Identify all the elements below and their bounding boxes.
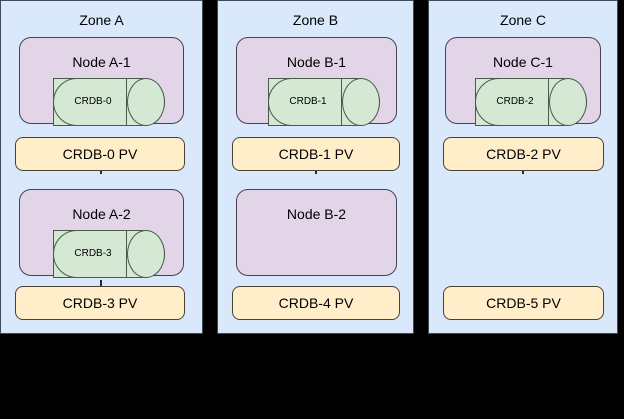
pv-crdb-5-label: CRDB-5 PV bbox=[486, 295, 561, 311]
zone-title-b: Zone B bbox=[292, 12, 339, 28]
pv-crdb-4-label: CRDB-4 PV bbox=[278, 295, 354, 311]
cylinder-cap bbox=[127, 78, 165, 126]
pv-crdb-0[interactable]: CRDB-0 PV bbox=[15, 137, 185, 171]
zone-panel-b[interactable]: Zone B Node B-1 CRDB-1 CRDB-1 PV Node B-… bbox=[217, 0, 414, 334]
pv-crdb-4[interactable]: CRDB-4 PV bbox=[232, 286, 400, 320]
zone-panel-a[interactable]: Zone A Node A-1 CRDB-0 CRDB-0 PV Node A-… bbox=[0, 0, 203, 334]
cylinder-cap bbox=[127, 230, 165, 278]
zone-panel-c[interactable]: Zone C Node C-1 CRDB-2 CRDB-2 PV CRDB-5 … bbox=[428, 0, 618, 334]
cylinder-body bbox=[53, 78, 127, 126]
node-b-1-label: Node B-1 bbox=[286, 54, 347, 70]
node-b-2-label: Node B-2 bbox=[286, 206, 347, 222]
node-a-2[interactable]: Node A-2 CRDB-3 bbox=[19, 189, 184, 278]
pv-crdb-2-label: CRDB-2 PV bbox=[486, 146, 561, 162]
database-crdb-1-label: CRDB-1 bbox=[289, 96, 327, 107]
pv-crdb-1[interactable]: CRDB-1 PV bbox=[232, 137, 400, 171]
cylinder-body bbox=[53, 230, 127, 278]
database-crdb-2-label: CRDB-2 bbox=[496, 96, 534, 107]
zone-title-c: Zone C bbox=[500, 12, 546, 28]
node-a-1-label: Node A-1 bbox=[72, 54, 131, 70]
node-b-1[interactable]: Node B-1 CRDB-1 bbox=[236, 37, 397, 126]
node-a-2-label: Node A-2 bbox=[72, 206, 131, 222]
pv-crdb-1-label: CRDB-1 PV bbox=[278, 146, 354, 162]
node-a-1[interactable]: Node A-1 CRDB-0 bbox=[19, 37, 184, 126]
node-c-1[interactable]: Node C-1 CRDB-2 bbox=[445, 37, 601, 126]
cylinder-cap bbox=[549, 78, 587, 126]
cylinder-cap bbox=[342, 78, 380, 126]
cylinder-body bbox=[475, 78, 549, 126]
database-crdb-2[interactable]: CRDB-2 bbox=[475, 78, 587, 126]
database-crdb-0[interactable]: CRDB-0 bbox=[53, 78, 165, 126]
database-crdb-1[interactable]: CRDB-1 bbox=[268, 78, 380, 126]
pv-crdb-3[interactable]: CRDB-3 PV bbox=[15, 286, 185, 320]
database-crdb-0-label: CRDB-0 bbox=[74, 96, 112, 107]
pv-crdb-5[interactable]: CRDB-5 PV bbox=[443, 286, 604, 320]
database-crdb-3[interactable]: CRDB-3 bbox=[53, 230, 165, 278]
pv-crdb-3-label: CRDB-3 PV bbox=[62, 295, 138, 311]
pv-crdb-2[interactable]: CRDB-2 PV bbox=[443, 137, 604, 171]
cylinder-body bbox=[268, 78, 342, 126]
database-crdb-3-label: CRDB-3 bbox=[74, 248, 112, 259]
zone-title-a: Zone A bbox=[79, 12, 124, 28]
pv-crdb-0-label: CRDB-0 PV bbox=[62, 146, 138, 162]
node-c-1-label: Node C-1 bbox=[493, 54, 553, 70]
node-b-2[interactable]: Node B-2 bbox=[236, 189, 397, 276]
